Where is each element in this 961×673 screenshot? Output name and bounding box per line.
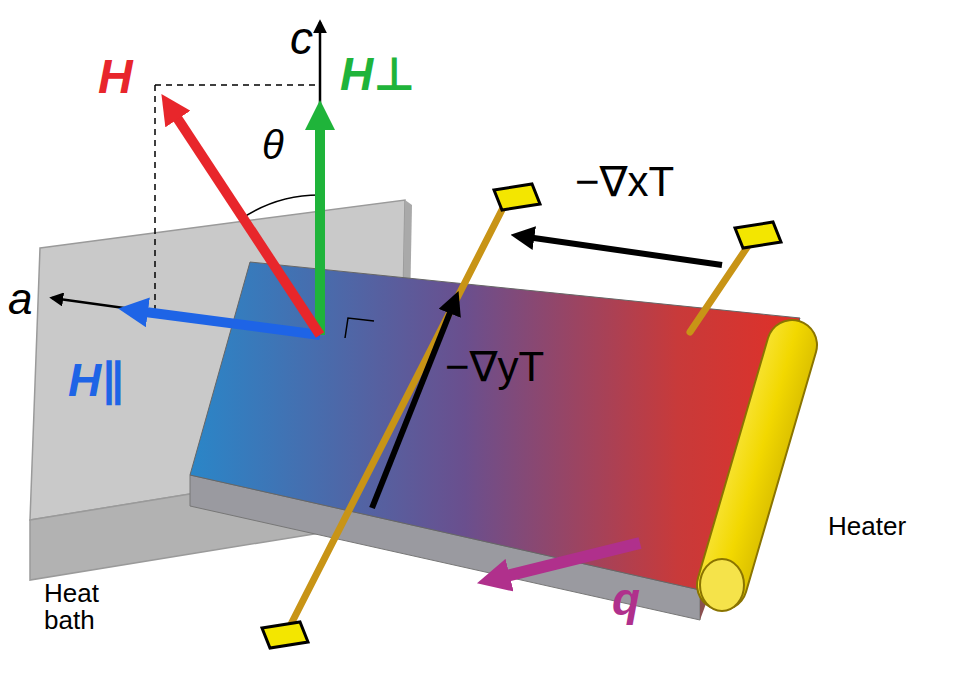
thermocouple-wires bbox=[262, 184, 781, 648]
grad-x-arrow bbox=[520, 236, 722, 265]
a-axis bbox=[52, 298, 320, 335]
h-parallel-arrow bbox=[130, 310, 320, 335]
gradient-label: −∇xT bbox=[575, 160, 674, 204]
heat-flow-label: q bbox=[612, 575, 640, 623]
angle-arc bbox=[241, 195, 320, 219]
heater-label: Heater bbox=[828, 513, 906, 540]
c-axis bbox=[319, 22, 322, 335]
field-component-label: H∥ bbox=[68, 356, 124, 404]
axis-label: c bbox=[290, 14, 313, 62]
grad-y-arrow bbox=[372, 300, 455, 508]
right-angle-mark bbox=[345, 318, 374, 338]
axis-label: a bbox=[8, 276, 32, 322]
heat-bath-label: Heat bath bbox=[44, 580, 124, 635]
heater-cylinder bbox=[700, 345, 792, 611]
h-perp-arrow bbox=[315, 112, 325, 335]
sample-slab bbox=[190, 262, 800, 620]
h-field-arrow bbox=[168, 104, 320, 335]
gradient-label: −∇yT bbox=[445, 345, 544, 389]
angle-label: θ bbox=[262, 124, 284, 166]
field-component-label: H⊥ bbox=[340, 50, 415, 98]
field-label: H bbox=[98, 52, 133, 102]
